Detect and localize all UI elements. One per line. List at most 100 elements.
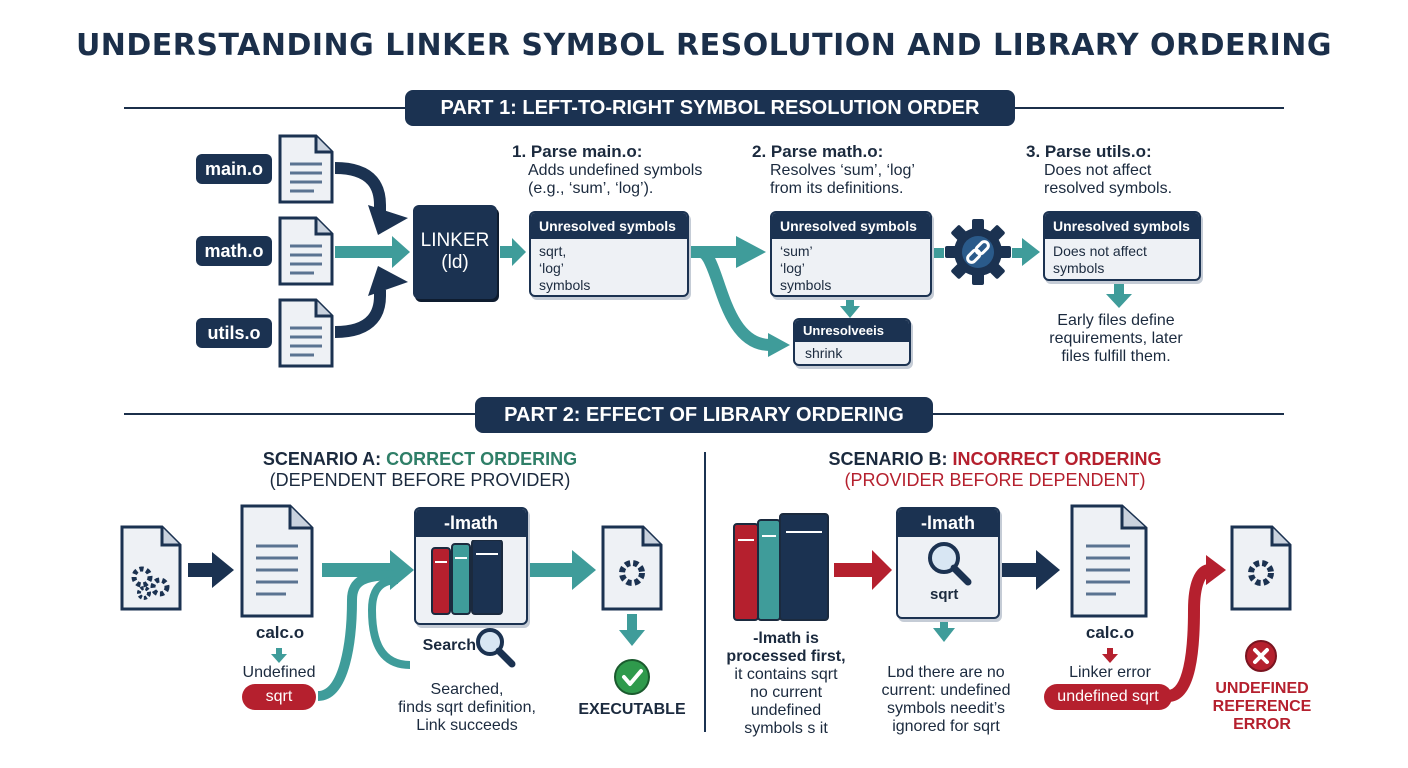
step-3-line-1: Does not affect (1044, 162, 1152, 179)
arrow-b1 (834, 563, 874, 577)
file-chip-utils: utils.o (196, 318, 272, 348)
unresolved-box-1-head: Unresolved symbols (531, 213, 687, 239)
scenario-b-title: SCENARIO B: INCORRECT ORDERING (780, 449, 1210, 470)
lib-caption-b-line-2: no current (749, 684, 823, 701)
lib-caption-b-line-1: it contains sqrt (734, 666, 838, 683)
arrow-utils-head (368, 266, 408, 296)
document-icon (1070, 504, 1148, 618)
search-overlay-b (928, 542, 972, 586)
file-icons-column (278, 134, 334, 368)
undefined-label-a: Undefined (242, 664, 316, 681)
arrow-calc-b-down (1107, 648, 1113, 656)
books-icon (733, 513, 829, 621)
unresolved-box-3-line-1: Does not affect (1053, 243, 1147, 259)
unresolved-box-2-head: Unresolved symbols (772, 213, 930, 239)
gear-link-icon (945, 219, 1011, 285)
step-2-line-2: from its definitions. (770, 180, 904, 197)
executable-label: EXECUTABLE (578, 701, 686, 718)
step-2-line-1: Resolves ‘sum’, ‘log’ (770, 162, 915, 179)
part1-banner: PART 1: LEFT-TO-RIGHT SYMBOL RESOLUTION … (405, 90, 1015, 126)
search-caption: Searched, finds sqrt definition, Link su… (372, 681, 562, 735)
shrink-box-head: Unresolveeis (795, 320, 909, 342)
file-chip-math: math.o (196, 236, 272, 266)
arrow-math-head (392, 236, 410, 268)
arrow-b1-head (872, 550, 892, 590)
scenario-a-subtitle: (DEPENDENT BEFORE PROVIDER) (269, 470, 571, 490)
arrow-calc-down (276, 648, 282, 656)
error-result-line-2: REFERENCE (1212, 698, 1312, 715)
arrow-pill-to-lib (317, 570, 396, 701)
lib-caption-b: -lmath is processed first, it contains s… (716, 630, 856, 738)
lib-caption-b-bold-1: -lmath is (753, 630, 819, 647)
undefined-pill-b: undefined sqrt (1044, 684, 1172, 710)
shrink-box-body: shrink (805, 345, 843, 361)
linker-box: LINKER (ld) (413, 205, 497, 299)
search-caption-line-3: Link succeeds (416, 717, 518, 734)
unresolved-box-1-line-2: ‘log’ (539, 260, 564, 276)
unresolved-box-1-line-3: symbols (539, 277, 591, 293)
library-card-a-label: -lmath (416, 509, 526, 537)
error-file-icon (1230, 525, 1292, 611)
error-result-line-3: ERROR (1233, 716, 1291, 733)
arrow-b2-head (1036, 550, 1060, 590)
library-card-b: -lmath (896, 507, 1000, 619)
arrow-math-to-linker (335, 246, 395, 258)
linker-label: LINKER (420, 230, 490, 251)
arrow-exec-down (627, 614, 637, 632)
error-x-icon (1245, 640, 1277, 672)
arrow-box2-to-gear (930, 248, 944, 258)
unresolved-box-1: Unresolved symbols sqrt, ‘log’ symbols (529, 211, 689, 297)
arrow-b-lib-down-head (933, 628, 955, 642)
arrow-error-curve (1166, 564, 1212, 702)
step-1-line-2: (e.g., ‘sum’, ‘log’). (528, 180, 654, 197)
shrink-box: Unresolveeis shrink (793, 318, 911, 366)
lib-caption-b-line-4: symbols s it (744, 720, 828, 737)
arrow-box1-box2-head (736, 236, 766, 268)
arrow-a3 (528, 563, 574, 577)
step-3-title: 3. Parse utils.o: (1026, 142, 1152, 161)
scenario-a-highlight: CORRECT ORDERING (386, 449, 578, 469)
arrow-a3-head (572, 550, 596, 590)
error-result: UNDEFINED REFERENCE ERROR (1206, 680, 1318, 734)
books-icon (431, 540, 503, 615)
part2-banner: PART 2: EFFECT OF LIBRARY ORDERING (475, 397, 933, 433)
arrow-main-to-linker (334, 162, 386, 212)
arrow-gear-to-box3 (1012, 248, 1024, 258)
scenario-divider (704, 452, 706, 732)
part1-note-line-3: files fulfill them. (1061, 348, 1171, 365)
arrow-gear-box3-head (1022, 238, 1040, 266)
document-icon (278, 216, 334, 286)
mid-caption-b-line-3: symbols needit’s (887, 700, 1005, 717)
arrow-utils-to-linker (334, 290, 386, 338)
part1-note: Early files define requirements, later f… (1036, 312, 1196, 366)
arrow-b2 (998, 563, 1038, 577)
step-1-line-1: Adds undefined symbols (528, 162, 703, 179)
unresolved-box-2-line-2: ‘log’ (780, 260, 805, 276)
arrow-box2-down-head (840, 306, 860, 318)
search-caption-line-1: Searched, (430, 681, 504, 698)
step-3-line-2: resolved symbols. (1044, 180, 1173, 197)
unresolved-box-3-head: Unresolved symbols (1045, 213, 1199, 239)
arrow-linker-box1-head (512, 238, 526, 266)
search-caption-line-2: finds sqrt definition, (398, 699, 536, 716)
step-3: 3. Parse utils.o: Does not affect resolv… (1026, 142, 1226, 198)
unresolved-box-2-line-1: ‘sum’ (780, 243, 813, 259)
scenario-b-highlight: INCORRECT ORDERING (952, 449, 1162, 469)
library-card-b-symbol: sqrt (930, 586, 959, 603)
unresolved-box-2-line-3: symbols (780, 277, 832, 293)
arrow-calc-b-down-head (1102, 654, 1118, 663)
document-icon (278, 298, 334, 368)
step-1: 1. Parse main.o: Adds undefined symbols … (512, 142, 722, 198)
unresolved-box-3: Unresolved symbols Does not affect symbo… (1043, 211, 1201, 281)
library-card-b-label: -lmath (898, 509, 998, 537)
scenario-b-prefix: SCENARIO B: (828, 449, 953, 469)
arrow-exec-down-head (619, 630, 645, 646)
error-result-line-1: UNDEFINED (1215, 680, 1309, 697)
arrow-a1 (188, 563, 214, 577)
linker-sublabel: (ld) (441, 252, 469, 273)
arrow-shrink-head (768, 333, 790, 357)
executable-file-icon (601, 525, 663, 611)
arrow-search-to-lib (367, 576, 411, 669)
